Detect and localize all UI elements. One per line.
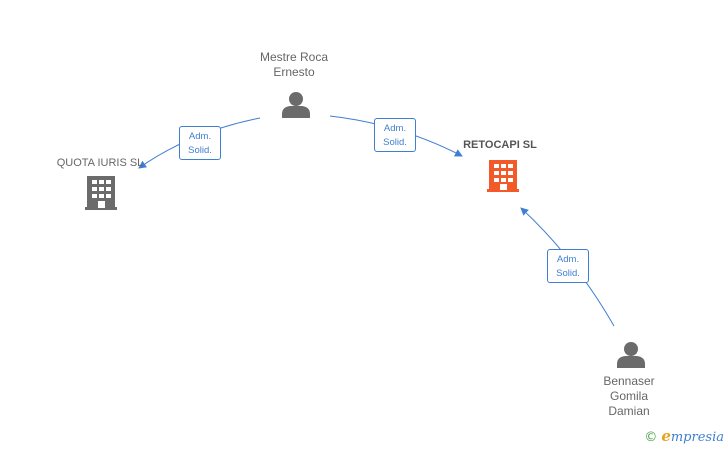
brand-logo-letter: e	[661, 427, 671, 445]
copyright-icon: ©	[644, 430, 658, 445]
brand-logo-text: mpresia	[670, 430, 724, 445]
node-label-bennaser-gomila-damian[interactable]: Bennaser Gomila Damian	[603, 374, 655, 418]
person-icon[interactable]	[282, 92, 310, 118]
node-label-quota-iuris-sl[interactable]: QUOTA IURIS SL	[56, 157, 144, 169]
building-icon-main[interactable]	[487, 160, 519, 192]
edge-label-adm-solid[interactable]: Adm. Solid.	[374, 118, 416, 152]
person-icon[interactable]	[617, 342, 645, 368]
empresia-watermark: ©empresia	[644, 427, 724, 445]
edge-label-adm-solid[interactable]: Adm. Solid.	[179, 126, 221, 160]
edge-label-adm-solid[interactable]: Adm. Solid.	[547, 249, 589, 283]
building-icon[interactable]	[85, 176, 117, 210]
node-label-retocapi-sl[interactable]: RETOCAPI SL	[463, 139, 537, 151]
node-label-mestre-roca-ernesto[interactable]: Mestre Roca Ernesto	[259, 50, 329, 79]
